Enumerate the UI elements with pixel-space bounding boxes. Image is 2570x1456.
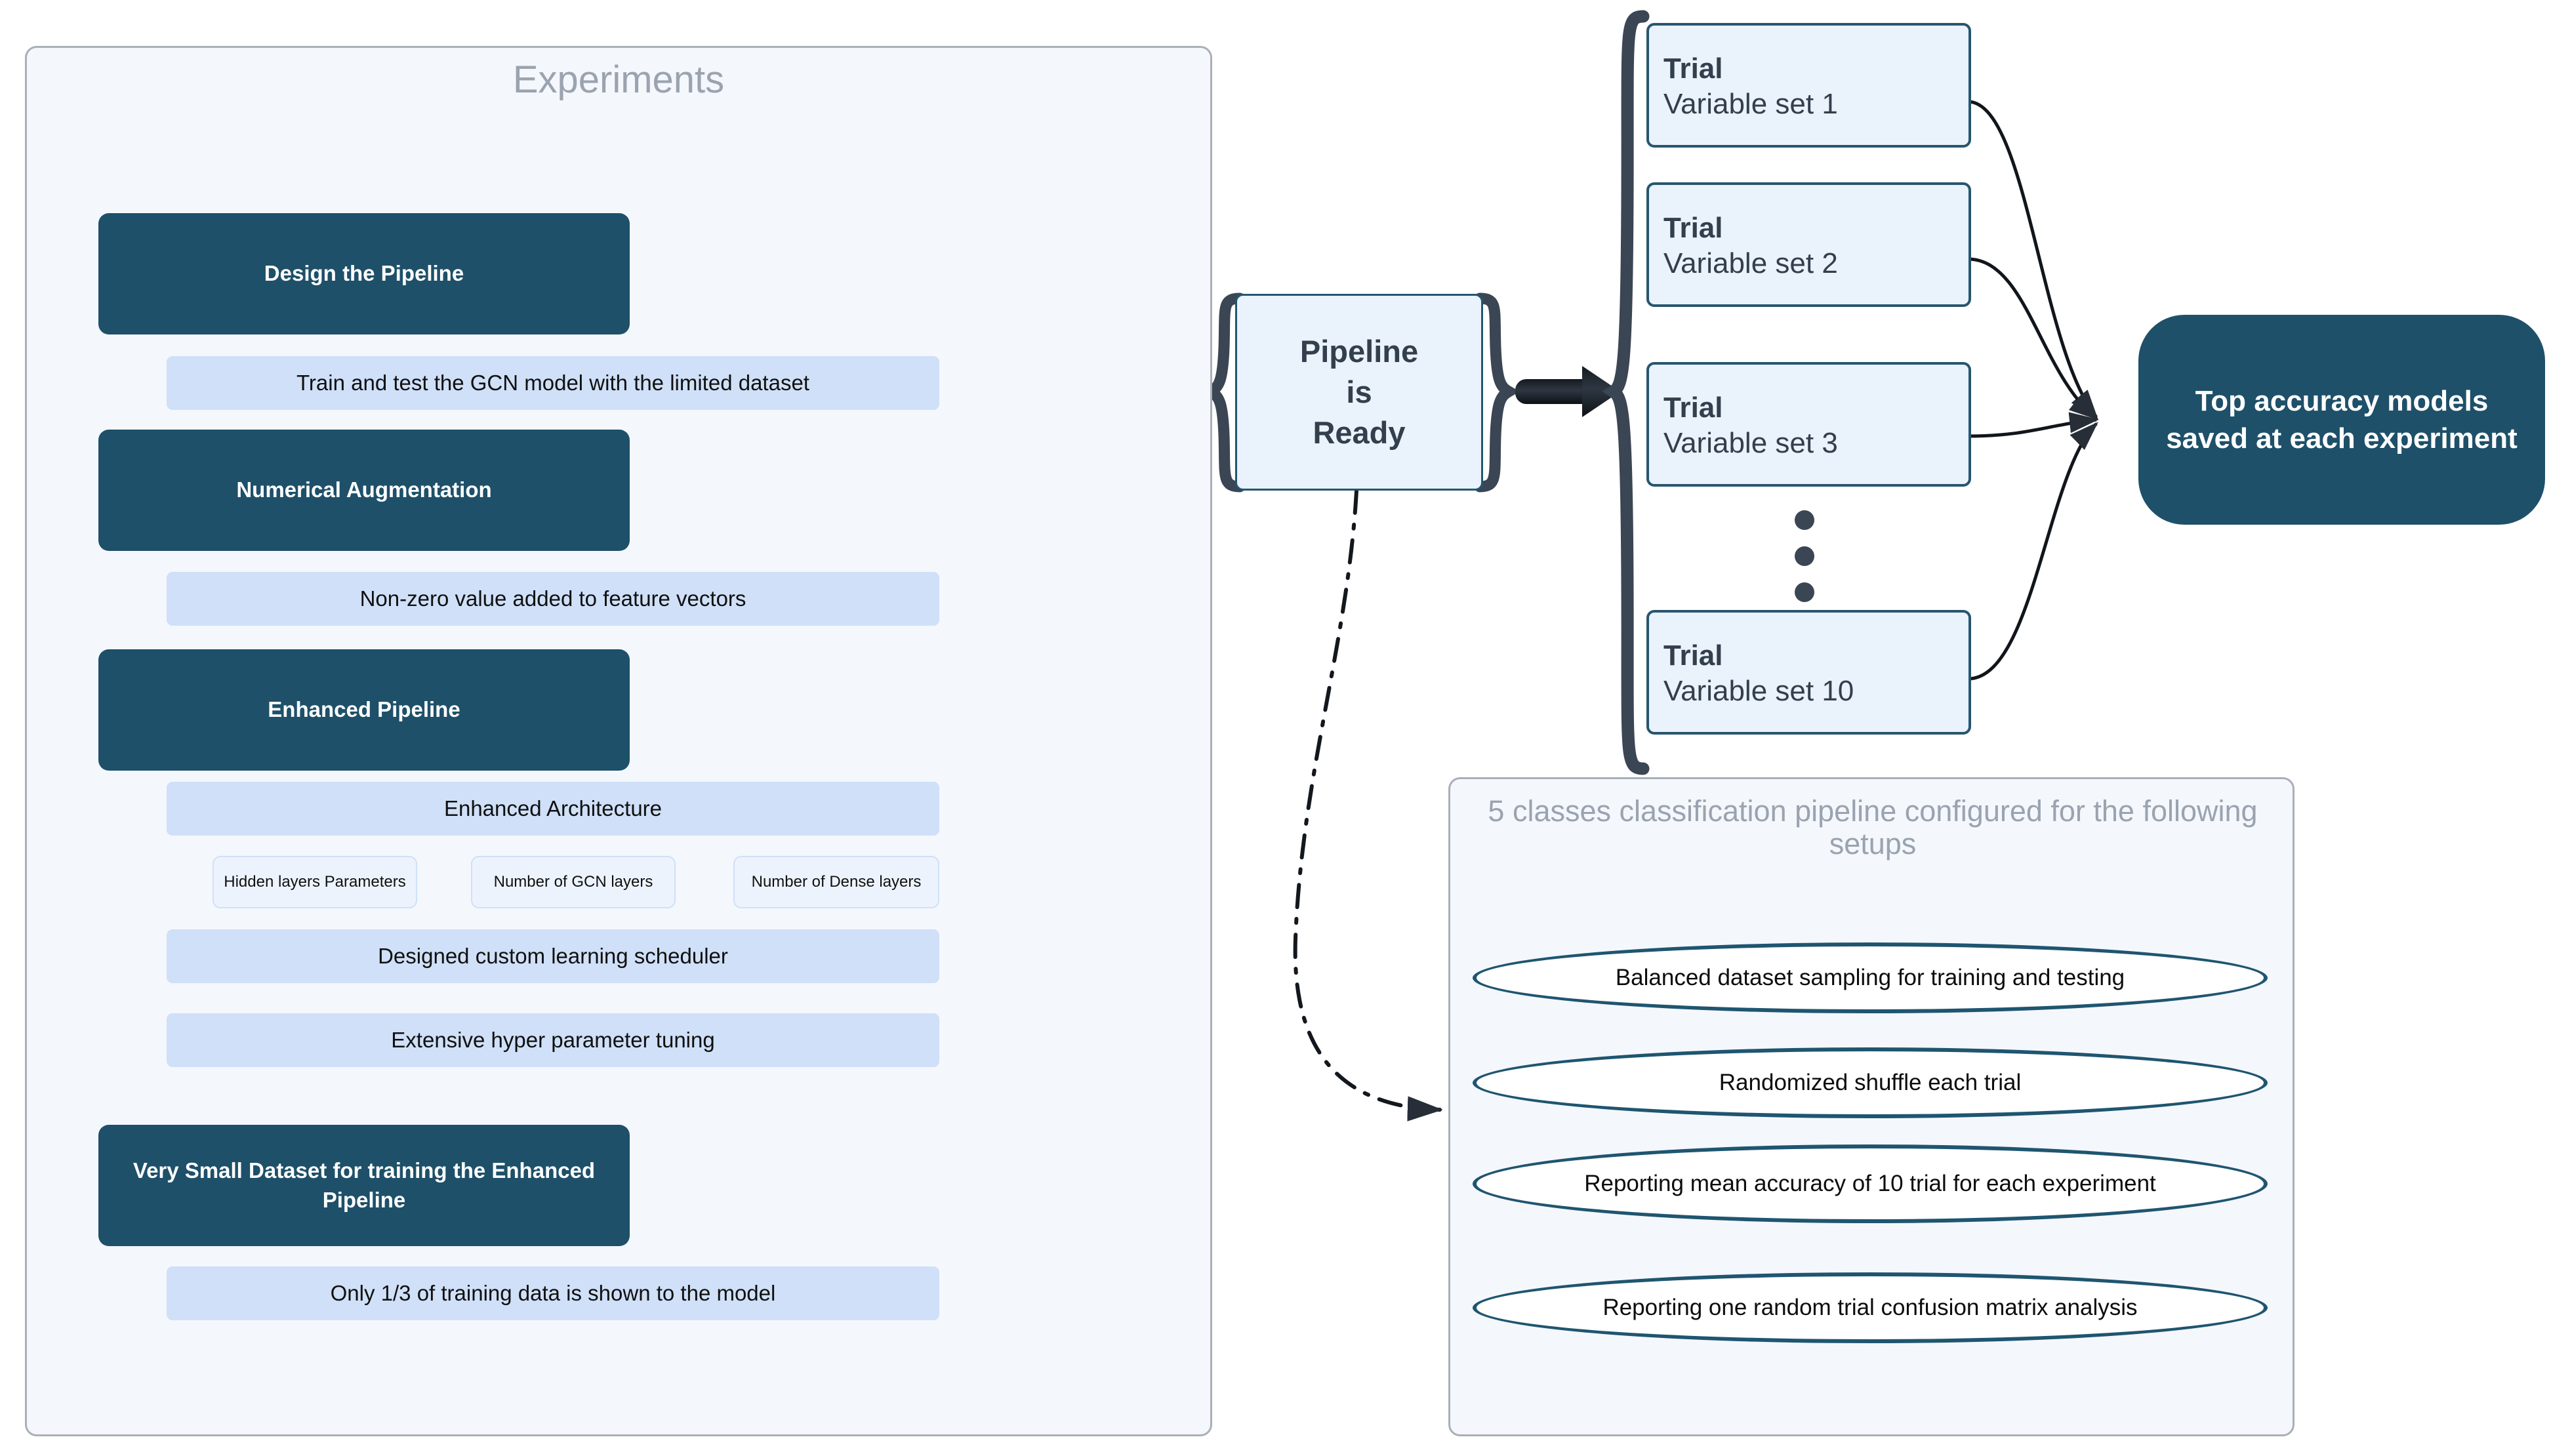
- architecture-param-hidden-layers[interactable]: Hidden layers Parameters: [213, 856, 417, 908]
- trial-card-10[interactable]: Trial Variable set 10: [1646, 610, 1971, 735]
- setup-item-confusion-matrix-report[interactable]: Reporting one random trial confusion mat…: [1473, 1272, 2268, 1343]
- trial-card-3[interactable]: Trial Variable set 3: [1646, 362, 1971, 487]
- pipeline-to-setups-arrow: [1293, 489, 1443, 1122]
- ellipsis-dot: [1795, 510, 1814, 530]
- pipeline-ready-line-2: is: [1346, 374, 1372, 409]
- setup-item-randomized-shuffle[interactable]: Randomized shuffle each trial: [1473, 1047, 2268, 1118]
- trials-brace: [1602, 10, 1650, 775]
- pipeline-ready-line-3: Ready: [1313, 415, 1406, 451]
- trial-card-1-title: Trial: [1663, 52, 1723, 85]
- ellipsis-dot: [1795, 546, 1814, 566]
- experiment-detail-train-test-gcn[interactable]: Train and test the GCN model with the li…: [167, 356, 939, 410]
- vertical-ellipsis-icon: [1793, 510, 1816, 602]
- trial-card-10-subtitle: Variable set 10: [1663, 675, 1854, 707]
- pipeline-ready-line-1: Pipeline: [1299, 333, 1419, 369]
- trials-to-result-curves: [1967, 100, 2099, 681]
- architecture-param-gcn-layers[interactable]: Number of GCN layers: [471, 856, 676, 908]
- ellipsis-dot: [1795, 582, 1814, 602]
- experiment-detail-custom-learning-scheduler[interactable]: Designed custom learning scheduler: [167, 929, 939, 983]
- architecture-param-dense-layers[interactable]: Number of Dense layers: [733, 856, 939, 908]
- experiment-header-design-the-pipeline[interactable]: Design the Pipeline: [98, 213, 630, 334]
- trial-card-1-subtitle: Variable set 1: [1663, 88, 1838, 120]
- trial-card-3-subtitle: Variable set 3: [1663, 427, 1838, 459]
- experiment-header-numerical-augmentation[interactable]: Numerical Augmentation: [98, 430, 630, 551]
- top-accuracy-result-node[interactable]: Top accuracy models saved at each experi…: [2138, 315, 2545, 525]
- experiment-detail-hyper-parameter-tuning[interactable]: Extensive hyper parameter tuning: [167, 1013, 939, 1067]
- pipeline-is-ready-node[interactable]: Pipeline is Ready: [1235, 294, 1483, 491]
- trial-card-1[interactable]: Trial Variable set 1: [1646, 23, 1971, 148]
- experiment-header-very-small-dataset[interactable]: Very Small Dataset for training the Enha…: [98, 1125, 630, 1246]
- trial-card-10-title: Trial: [1663, 639, 1723, 672]
- setups-panel-title: 5 classes classification pipeline config…: [1488, 794, 2258, 861]
- experiments-panel-title: Experiments: [512, 58, 725, 101]
- setup-item-mean-accuracy-report[interactable]: Reporting mean accuracy of 10 trial for …: [1473, 1144, 2268, 1223]
- experiment-header-enhanced-pipeline[interactable]: Enhanced Pipeline: [98, 649, 630, 771]
- trial-card-2[interactable]: Trial Variable set 2: [1646, 182, 1971, 307]
- trial-card-2-subtitle: Variable set 2: [1663, 247, 1838, 279]
- trial-card-3-title: Trial: [1663, 392, 1723, 424]
- experiment-detail-non-zero-value[interactable]: Non-zero value added to feature vectors: [167, 572, 939, 626]
- pipeline-to-trials-arrow: [1515, 366, 1620, 417]
- experiment-detail-enhanced-architecture[interactable]: Enhanced Architecture: [167, 782, 939, 836]
- experiment-detail-one-third-training-data[interactable]: Only 1/3 of training data is shown to th…: [167, 1266, 939, 1320]
- setup-item-balanced-sampling[interactable]: Balanced dataset sampling for training a…: [1473, 942, 2268, 1013]
- trial-card-2-title: Trial: [1663, 212, 1723, 245]
- pipeline-right-brace: [1474, 293, 1520, 493]
